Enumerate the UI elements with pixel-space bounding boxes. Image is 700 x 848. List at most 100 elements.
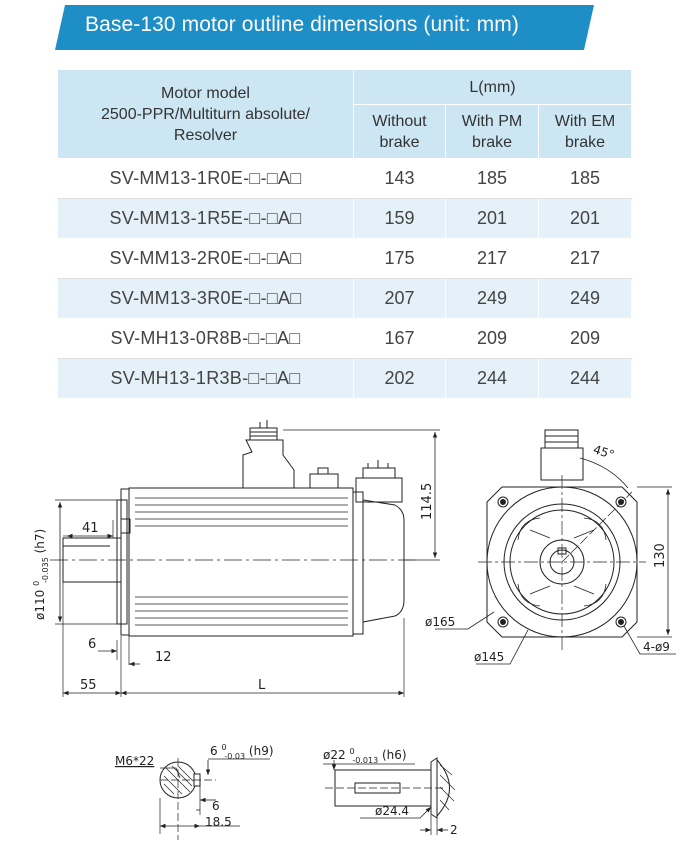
model-cell: SV-MM13-2R0E-□-□A□ (57, 238, 354, 279)
model-cell: SV-MM13-1R5E-□-□A□ (57, 198, 354, 239)
shaft-height-label: 18.5 (205, 815, 232, 829)
dim-110-label: ø110 0 -0.035 (h7) (28, 529, 51, 620)
em-brake-cell: 217 (537, 238, 633, 279)
pm-brake-header: With PM brake (445, 104, 539, 159)
shoulder-diameter-label: ø24.4 (375, 804, 409, 818)
flange-hole (120, 518, 131, 534)
table-row: SV-MM13-2R0E-□-□A□ 175 217 217 (57, 238, 633, 279)
thread-leader (160, 767, 181, 779)
key-width-label: 6 0 -0.03 (h9) (210, 739, 274, 762)
dim-55-label: 55 (80, 678, 97, 693)
key-tol-upper: 0 (221, 743, 226, 752)
shaft-section (159, 758, 270, 840)
model-cell: SV-MM13-1R0E-□-□A□ (57, 158, 354, 199)
table-row: SV-MH13-0R8B-□-□A□ 167 209 209 (57, 318, 633, 359)
front-view (435, 429, 676, 665)
rear-cap (352, 491, 364, 635)
pm-brake-header-line2: brake (471, 133, 513, 151)
model-cell: SV-MH13-0R8B-□-□A□ (57, 318, 354, 359)
pm-brake-cell: 209 (445, 318, 539, 359)
outline-drawing: 41 ø110 0 -0.035 (h7) 114.5 6 12 55 L (28, 420, 676, 840)
front-connector-top (544, 429, 579, 449)
key-depth-label: 6 (212, 799, 220, 813)
shaft-diameter-label: ø22 0 -0.013 (h6) (323, 743, 407, 766)
key-width-value: 6 (210, 744, 218, 758)
without-brake-cell: 143 (353, 158, 446, 199)
mount-hole (497, 496, 509, 508)
model-header: Motor model 2500-PPR/Multiturn absolute/… (57, 69, 354, 159)
svg-text:114.5: 114.5 (420, 483, 435, 520)
terminal-block (309, 473, 339, 489)
shaft-fit: (h6) (382, 748, 407, 762)
model-cell: SV-MH13-1R3B-□-□A□ (57, 358, 354, 399)
without-brake-cell: 159 (353, 198, 446, 239)
svg-text:130: 130 (653, 543, 668, 568)
terminal-cap (317, 467, 329, 475)
dim-41-label: 41 (82, 521, 99, 536)
em-brake-cell: 185 (537, 158, 633, 199)
shaft-end (323, 757, 456, 835)
dim-1145-label: 114.5 (420, 483, 435, 520)
leader-165 (435, 611, 495, 630)
without-brake-cell: 207 (353, 278, 446, 319)
angle-line (561, 491, 633, 563)
mount-hole (615, 616, 627, 628)
flange-shape (116, 499, 128, 625)
encoder-connector (355, 460, 403, 503)
model-header-line3: Resolver (173, 126, 238, 144)
pm-brake-cell: 201 (445, 198, 539, 239)
angle-arc (579, 457, 629, 489)
without-brake-header-line1: Without (372, 112, 427, 130)
banner-shape (55, 5, 594, 50)
shaft-diameter-value: ø22 (323, 748, 346, 762)
body-fins (135, 497, 348, 626)
without-brake-cell: 167 (353, 318, 446, 359)
flange-diameter: ø110 (33, 590, 47, 620)
svg-text:ø110 0 -0.035: ø110 0 -0.035 (h7) (28, 529, 51, 620)
em-brake-header-line2: brake (564, 133, 606, 151)
pm-brake-cell: 249 (445, 278, 539, 319)
page-title: Base-130 motor outline dimensions (unit:… (85, 13, 519, 36)
table-row: SV-MH13-1R3B-□-□A□ 202 244 244 (57, 358, 633, 399)
without-brake-cell: 175 (353, 238, 446, 279)
front-view-labels: 45° 130 ø165 ø145 4-ø9 (425, 442, 670, 664)
model-header-line2: 2500-PPR/Multiturn absolute/ (101, 105, 310, 123)
shoulder-gap-label: 2 (450, 823, 458, 837)
side-view-labels: 41 ø110 0 -0.035 (h7) 114.5 6 12 55 L (28, 483, 435, 693)
flange-plate (120, 488, 130, 636)
mount-holes-label: 4-ø9 (643, 640, 670, 654)
without-brake-header: Without brake (353, 104, 446, 159)
em-brake-cell: 209 (537, 318, 633, 359)
key-tol-lower: -0.03 (224, 752, 245, 761)
flange-arc (436, 759, 450, 817)
title-banner: Base-130 motor outline dimensions (unit:… (55, 5, 594, 50)
motor-body (128, 487, 354, 637)
shaft-tol-lower: -0.013 (352, 756, 378, 765)
without-brake-cell: 202 (353, 358, 446, 399)
shoulder-leader (419, 806, 432, 819)
dim-l-label: L (258, 678, 266, 693)
pm-brake-cell: 244 (445, 358, 539, 399)
em-brake-cell: 201 (537, 198, 633, 239)
em-brake-header-line1: With EM (554, 112, 616, 130)
em-brake-cell: 249 (537, 278, 633, 319)
thread-label: M6*22 (115, 754, 154, 768)
shaft-tol-upper: 0 (349, 747, 354, 756)
em-brake-cell: 244 (537, 358, 633, 399)
angle-label: 45° (591, 442, 616, 462)
side-view (50, 420, 440, 697)
table-row: SV-MM13-1R0E-□-□A□ 143 185 185 (57, 158, 633, 199)
leader-holes (623, 625, 676, 655)
square-flange (486, 486, 638, 638)
shaft-end-hatch (439, 764, 456, 811)
table-row: SV-MM13-1R5E-□-□A□ 159 201 201 (57, 198, 633, 239)
key-fit: (h9) (249, 744, 274, 758)
dim-6-label: 6 (88, 637, 96, 652)
without-brake-header-line2: brake (379, 133, 420, 151)
bolt-circle-label: ø165 (425, 615, 455, 629)
leader-145 (476, 629, 529, 665)
pm-brake-cell: 185 (445, 158, 539, 199)
dim-12-label: 12 (155, 650, 172, 665)
em-brake-header: With EM brake (537, 104, 633, 159)
flange-tol-lower: -0.035 (41, 557, 50, 583)
